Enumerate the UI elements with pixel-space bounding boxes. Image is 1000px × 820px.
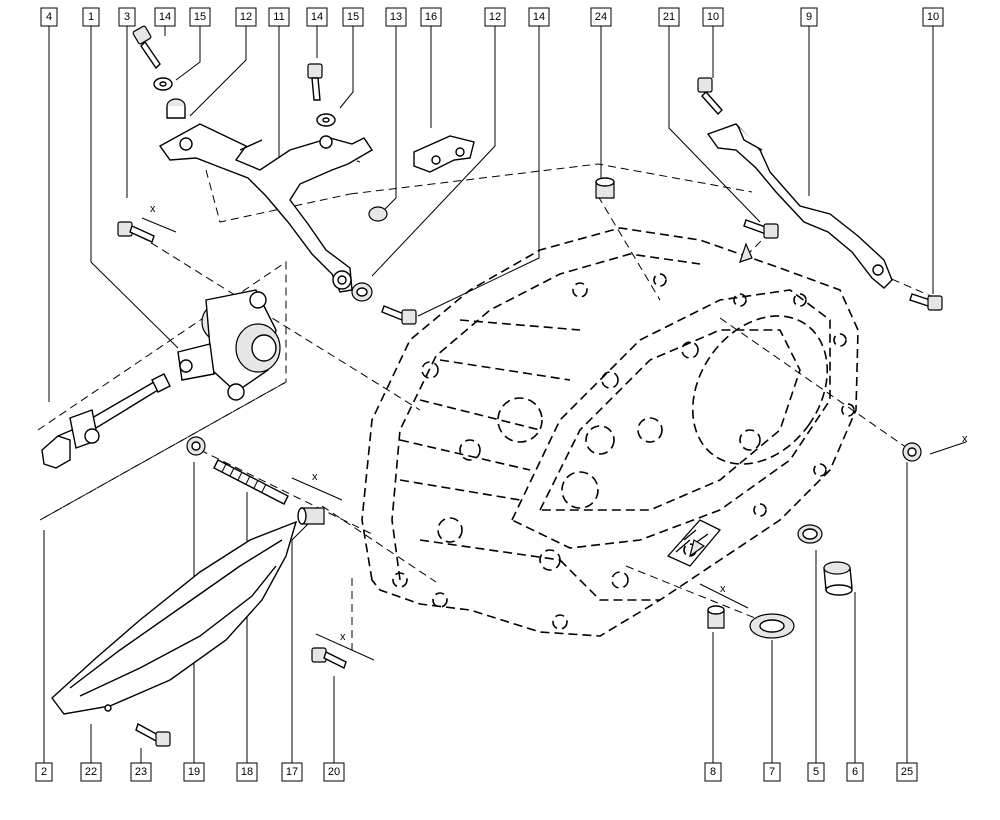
stud [213,459,289,505]
small-bracket-16 [413,135,475,173]
callout-label: 4 [40,7,58,27]
callout-label: 8 [704,762,722,782]
callout-label: 10 [702,7,724,27]
right-fork-bracket-9 [706,123,893,289]
callout-label: 14 [528,7,550,27]
callout-label: 2 [35,762,53,782]
callout-label: 14 [306,7,328,27]
svg-text:20: 20 [328,766,340,778]
svg-text:22: 22 [85,766,97,778]
svg-text:10: 10 [927,11,939,23]
svg-text:23: 23 [135,766,147,778]
bolt [117,221,155,243]
svg-text:25: 25 [901,766,913,778]
callout-label: 24 [590,7,612,27]
top-callout-labels: 4 1 3 14 15 12 11 14 15 13 16 12 14 24 2… [40,7,944,27]
svg-text:14: 14 [159,11,171,23]
svg-text:4: 4 [46,11,52,23]
svg-text:10: 10 [707,11,719,23]
svg-text:5: 5 [813,766,819,778]
callout-label: 20 [323,762,345,782]
svg-text:19: 19 [188,766,200,778]
fork-bracket-assembly [158,123,373,293]
hydraulic-pipe [41,373,171,469]
callout-label: 14 [154,7,176,27]
bolt [381,305,417,325]
bottom-callout-labels: 2 22 23 19 18 17 20 8 7 5 6 25 [35,762,918,782]
callout-label: 13 [385,7,407,27]
svg-text:15: 15 [347,11,359,23]
shield-plate [51,520,298,715]
callout-label: 10 [922,7,944,27]
bolt [697,77,723,116]
transmission-housing [361,227,859,637]
svg-text:15: 15 [194,11,206,23]
assembly-dashed-lines [37,147,941,650]
callout-label: 7 [763,762,781,782]
direction-arrows [689,242,753,558]
svg-text:12: 12 [489,11,501,23]
svg-text:3: 3 [124,11,130,23]
callout-label: 21 [658,7,680,27]
svg-text:8: 8 [710,766,716,778]
bolt [132,25,161,70]
svg-text:24: 24 [595,11,607,23]
svg-text:14: 14 [311,11,323,23]
callout-label: 25 [896,762,918,782]
svg-text:13: 13 [390,11,402,23]
svg-text:17: 17 [286,766,298,778]
callout-label: 16 [420,7,442,27]
callout-label: 12 [484,7,506,27]
svg-text:2: 2 [41,766,47,778]
bolt [135,722,171,747]
callout-label: 9 [800,7,818,27]
fasteners: x x [117,25,968,747]
callout-label: 18 [236,762,258,782]
callout-label: 19 [183,762,205,782]
svg-text:x: x [150,203,156,215]
svg-text:x: x [312,471,318,483]
bolt [307,63,323,101]
leader-lines [43,26,934,763]
callout-label: 3 [118,7,136,27]
callout-label: 23 [130,762,152,782]
svg-text:x: x [340,631,346,643]
bolt [909,293,943,311]
svg-text:1: 1 [88,11,94,23]
svg-text:16: 16 [425,11,437,23]
svg-text:18: 18 [241,766,253,778]
clutch-release-bearing [177,289,281,401]
callout-label: 12 [235,7,257,27]
callout-label: 5 [807,762,825,782]
svg-text:9: 9 [806,11,812,23]
bolt [743,219,779,239]
svg-text:12: 12 [240,11,252,23]
callout-label: 17 [281,762,303,782]
svg-text:x: x [720,583,726,595]
svg-text:7: 7 [769,766,775,778]
svg-text:11: 11 [273,11,284,23]
svg-text:x: x [962,433,968,445]
callout-label: 1 [82,7,100,27]
svg-text:14: 14 [533,11,545,23]
bolt [311,647,347,669]
svg-text:6: 6 [852,766,858,778]
callout-label: 15 [342,7,364,27]
callout-label: 6 [846,762,864,782]
callout-label: 11 [268,7,290,27]
svg-text:21: 21 [663,11,675,23]
callout-label: 22 [80,762,102,782]
callout-label: 15 [189,7,211,27]
